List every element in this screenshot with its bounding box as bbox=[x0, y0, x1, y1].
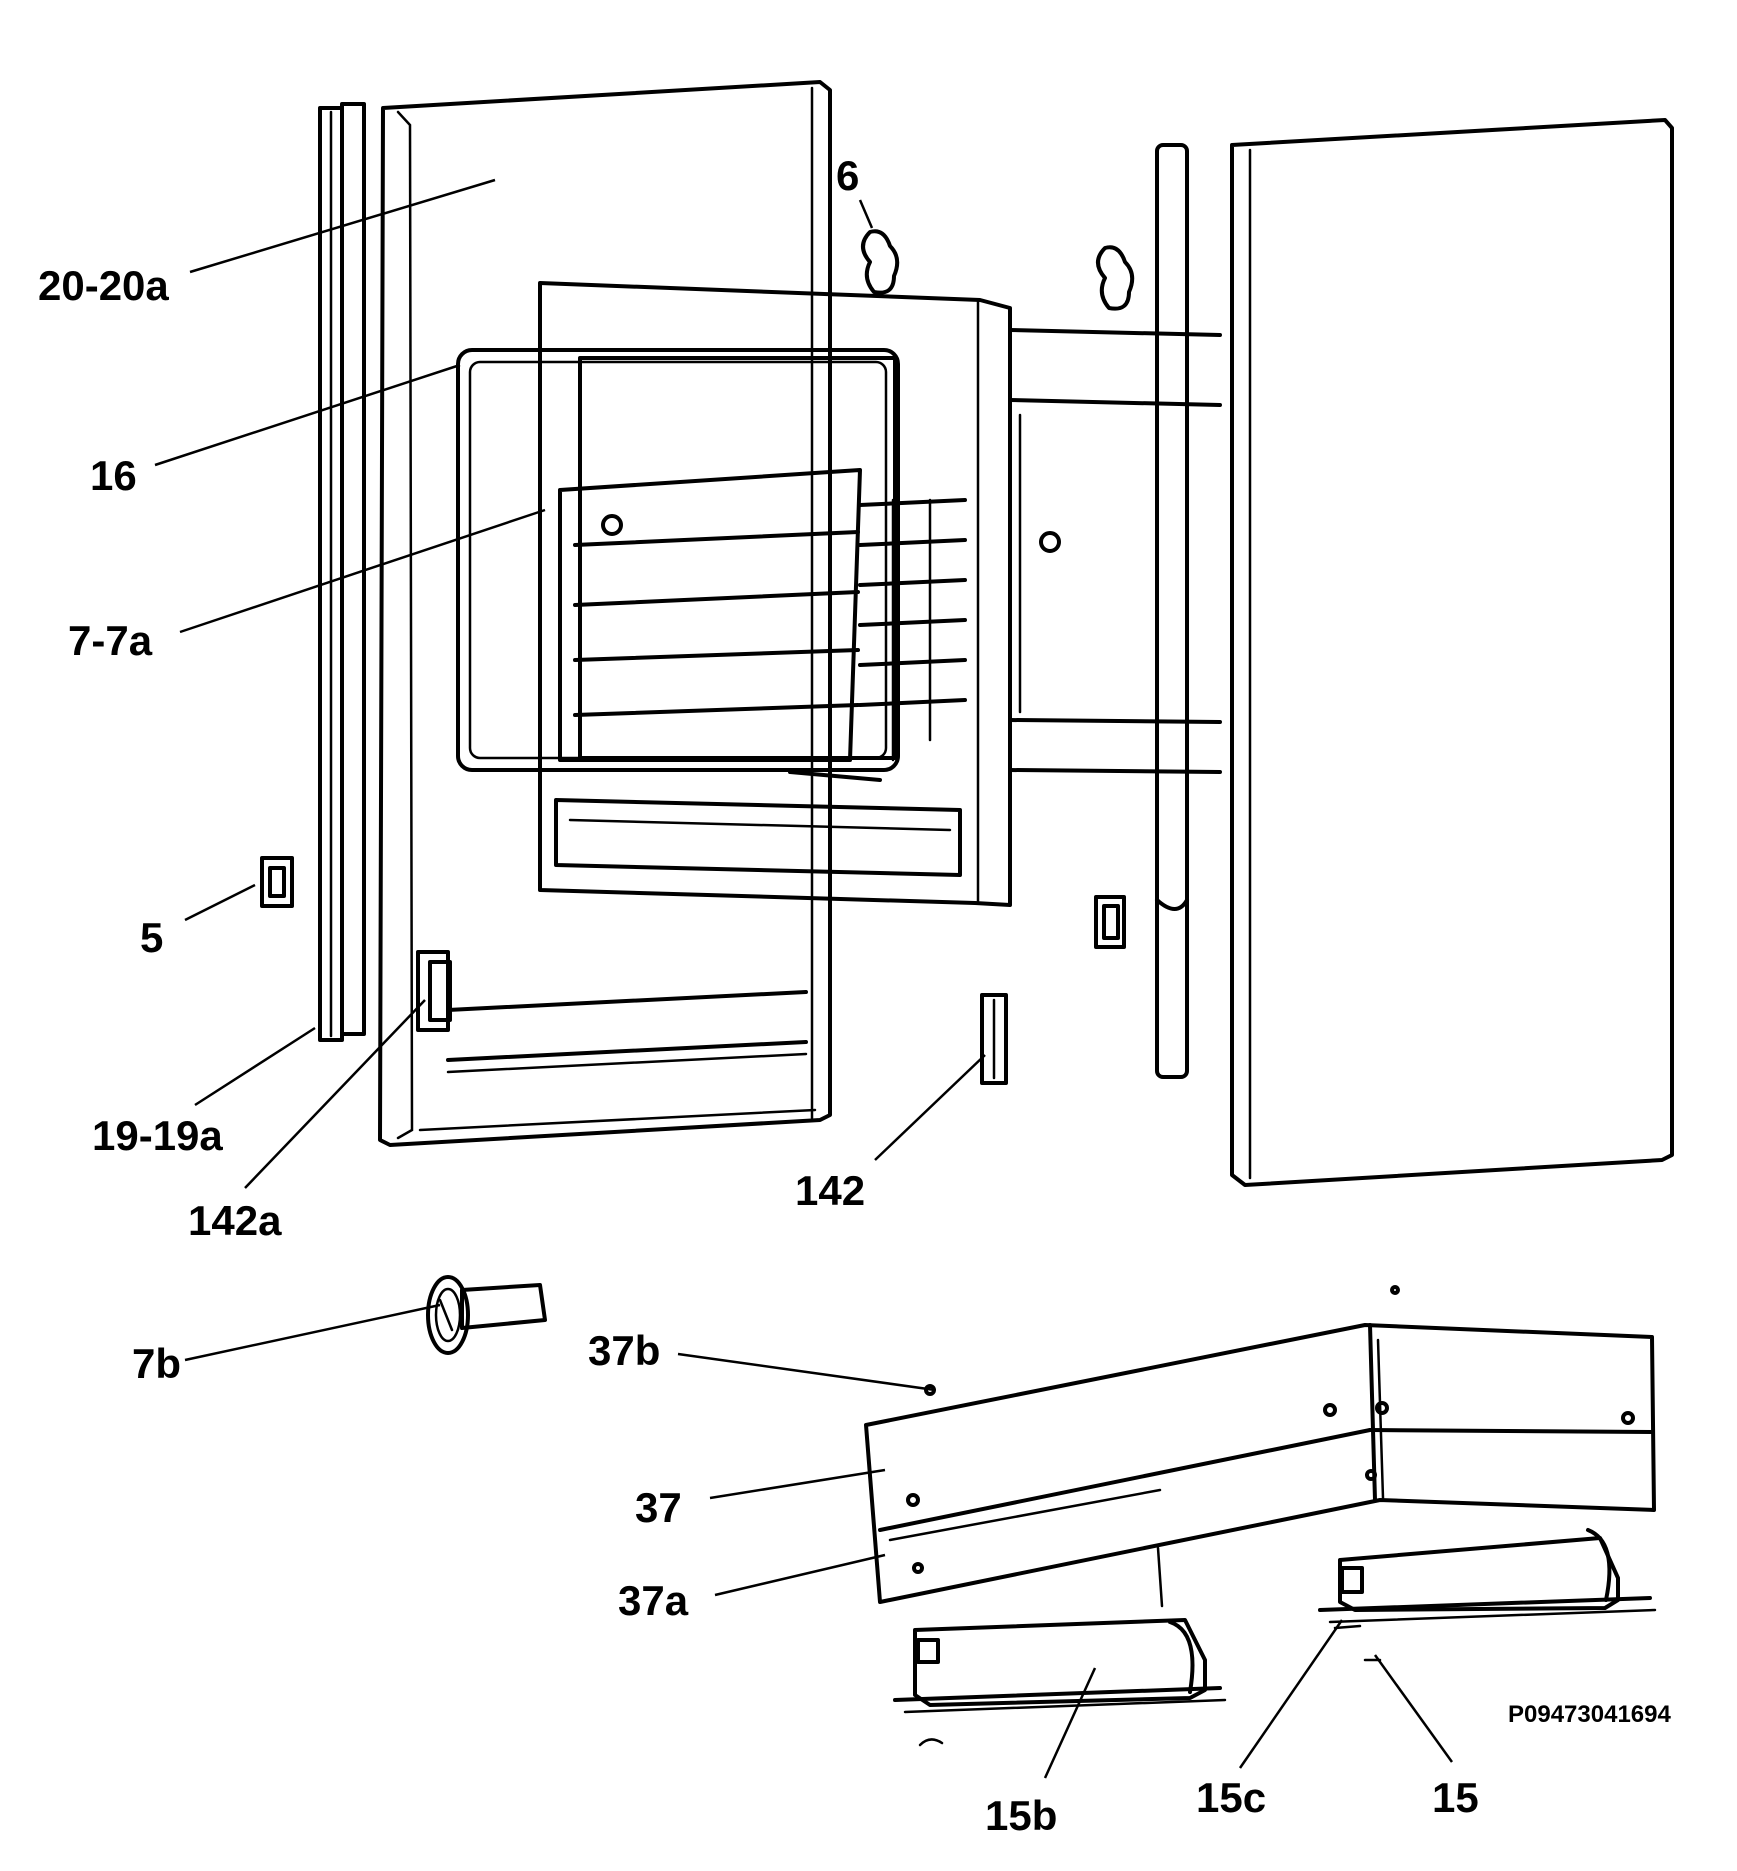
label-20-20a: 20-20a bbox=[38, 262, 169, 309]
drawer-runner-right bbox=[1318, 1528, 1657, 1624]
control-knob bbox=[426, 1275, 547, 1355]
label-15: 15 bbox=[1432, 1774, 1479, 1821]
side-panel bbox=[1230, 118, 1674, 1187]
drawer-runner-left bbox=[893, 1618, 1227, 1714]
outer-door-panel bbox=[378, 80, 832, 1147]
hinge-bracket-top-b bbox=[1096, 245, 1135, 311]
label-15c: 15c bbox=[1196, 1774, 1266, 1821]
storage-drawer bbox=[864, 1285, 1656, 1608]
label-142: 142 bbox=[795, 1167, 865, 1214]
label-5: 5 bbox=[140, 914, 163, 961]
door-latch bbox=[260, 856, 294, 908]
door-hinge-left bbox=[416, 950, 808, 1074]
side-rail bbox=[1155, 143, 1189, 1079]
door-seal-strip bbox=[318, 102, 366, 1042]
drawer-fixings bbox=[918, 1624, 1382, 1747]
oven-shelf-rack bbox=[558, 356, 1061, 782]
label-37: 37 bbox=[635, 1484, 682, 1531]
label-19-19a: 19-19a bbox=[92, 1112, 223, 1159]
drawing-code: P09473041694 bbox=[1508, 1701, 1671, 1728]
label-142a: 142a bbox=[188, 1197, 282, 1244]
hinge-receiver-right bbox=[980, 993, 1008, 1085]
hinge-bracket-top-a bbox=[861, 229, 900, 295]
leader-lines bbox=[154, 178, 1454, 1779]
label-37a: 37a bbox=[618, 1577, 689, 1624]
label-7-7a: 7-7a bbox=[68, 617, 153, 664]
label-7b: 7b bbox=[132, 1340, 181, 1387]
label-37b: 37b bbox=[588, 1327, 660, 1374]
door-catch-right bbox=[1094, 895, 1126, 949]
label-6: 6 bbox=[836, 152, 859, 199]
oven-cavity bbox=[538, 281, 1222, 907]
label-15b: 15b bbox=[985, 1792, 1057, 1839]
label-16: 16 bbox=[90, 452, 137, 499]
